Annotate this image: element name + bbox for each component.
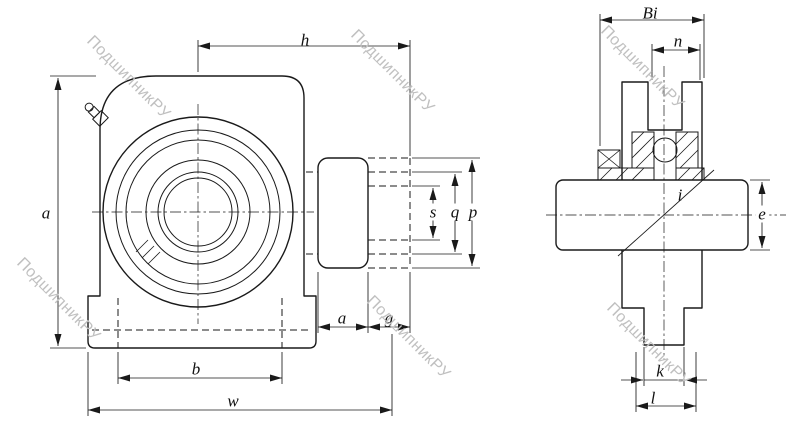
dim-label-n: n [673,31,683,51]
bore-leader-line [617,169,715,257]
dim-label-g: g [384,308,394,328]
housing-section [621,81,703,346]
dim-label-k: k [656,361,664,381]
dim-label-s: s [426,203,440,221]
dim-label-Bi: Bi [642,3,658,23]
dim-label-e: e [755,205,769,223]
dim-label-w: w [227,391,239,411]
dim-label-q: q [447,203,463,221]
housing-outline [87,75,317,349]
dim-label-a-bottom: a [337,308,347,328]
dim-label-i: i [677,185,683,205]
centerlines-front [92,104,314,324]
dim-label-a-left: a [41,203,51,223]
centerlines-side [546,66,786,360]
take-up-frame [306,157,411,269]
grease-nipple-icon [84,102,109,127]
dim-label-b: b [191,359,201,379]
bearing-section [597,131,705,181]
dim-label-h: h [300,30,310,50]
side-view [546,14,786,412]
dimension-lines-side [599,14,770,412]
dim-label-l: l [650,388,656,408]
dim-label-p: p [465,203,481,221]
